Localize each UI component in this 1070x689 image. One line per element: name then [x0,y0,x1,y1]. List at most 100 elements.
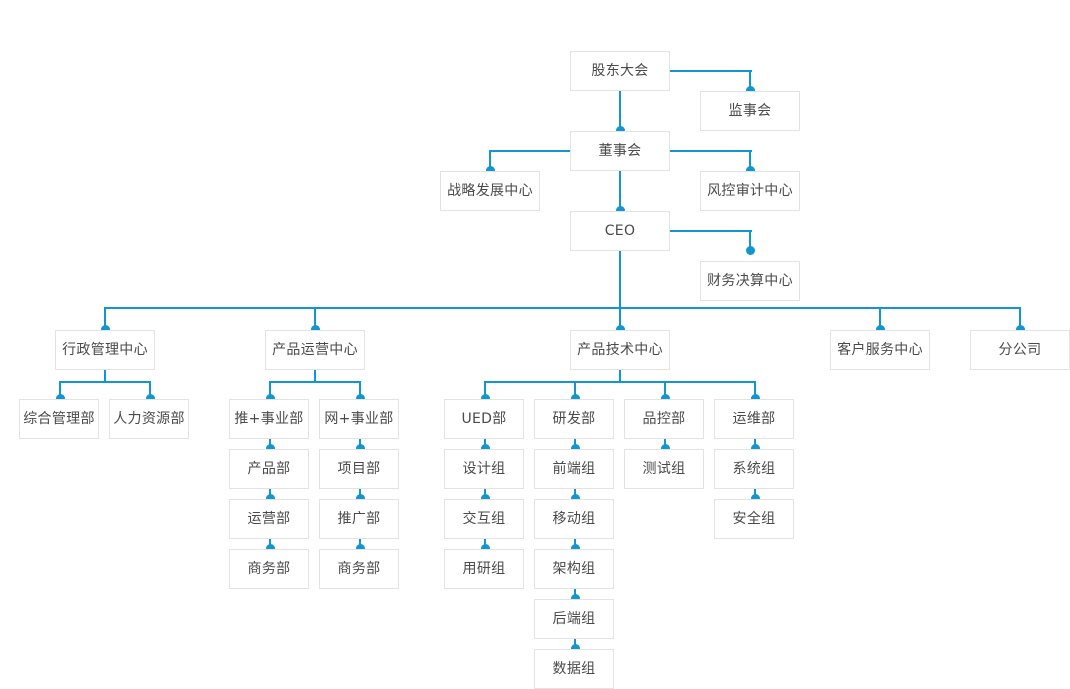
node-backend-group[interactable]: 后端组 [534,599,614,639]
node-label: 用研组 [462,561,506,577]
edge-dot-project-dept [356,444,365,453]
edge-pt-to-ops-v [754,381,756,399]
node-label: 交互组 [462,511,506,527]
edge-dot-business-dept-b [356,544,365,553]
node-product-operation-center[interactable]: 产品运营中心 [265,330,365,370]
node-label: 行政管理中心 [62,342,148,358]
node-customer-service-center[interactable]: 客户服务中心 [830,330,930,370]
node-wang-business-unit[interactable]: 网+事业部 [319,399,399,439]
node-label: 客户服务中心 [837,342,923,358]
node-label: 后端组 [552,611,596,627]
node-frontend-group[interactable]: 前端组 [534,449,614,489]
edge-shareholders-to-supervisors-v [749,70,751,91]
node-label: 数据组 [552,661,596,677]
edge-admin-center-drop-v [104,370,106,382]
node-label: 监事会 [728,103,772,119]
edge-dot-wang-business-unit [356,394,365,403]
node-data-group[interactable]: 数据组 [534,649,614,689]
edge-po-to-wang-v [359,381,361,399]
edge-board-to-strategy-v [489,150,491,171]
edge-dot-frontend-group [571,444,580,453]
edge-dot-human-resources [146,394,155,403]
node-branch-company[interactable]: 分公司 [970,330,1070,370]
edge-shareholders-to-supervisors-h [670,70,752,72]
edge-ceo-to-bus-v [619,251,621,309]
node-security-group[interactable]: 安全组 [714,499,794,539]
edge-dot-architecture-group [571,544,580,553]
node-label: 系统组 [732,461,776,477]
node-promotion-dept[interactable]: 推广部 [319,499,399,539]
edge-dot-product-technology [616,325,625,334]
edge-po-to-tui-v [269,381,271,399]
edge-pt-to-ued-v [484,381,486,399]
node-label: 设计组 [462,461,506,477]
node-label: 品控部 [642,411,686,427]
node-operation-dept[interactable]: 运营部 [229,499,309,539]
node-label: 推+事业部 [234,411,304,427]
node-human-resources-dept[interactable]: 人力资源部 [109,399,189,439]
edge-product-operation-bus-h [269,381,360,383]
node-label: 安全组 [732,511,776,527]
edge-board-to-ceo-v [619,171,621,211]
edge-ceo-to-finance-v [749,230,751,251]
node-label: 移动组 [552,511,596,527]
node-project-dept[interactable]: 项目部 [319,449,399,489]
node-label: CEO [604,223,636,239]
node-label: 研发部 [552,411,596,427]
node-rnd-dept[interactable]: 研发部 [534,399,614,439]
node-architecture-group[interactable]: 架构组 [534,549,614,589]
node-ued-dept[interactable]: UED部 [444,399,524,439]
edge-dot-strategy [486,166,495,175]
edge-dot-user-research-group [481,544,490,553]
edge-dot-operations-maintenance-dept [751,394,760,403]
node-user-research-group[interactable]: 用研组 [444,549,524,589]
edge-dot-admin-center [101,325,110,334]
edge-dot-security-group [751,494,760,503]
node-quality-control-dept[interactable]: 品控部 [624,399,704,439]
edge-dot-data-group [571,644,580,653]
edge-dot-quality-control-dept [661,394,670,403]
node-label: 前端组 [552,461,596,477]
node-strategy-development-center[interactable]: 战略发展中心 [440,171,540,211]
edge-admin-center-bus-h [59,381,150,383]
node-design-group[interactable]: 设计组 [444,449,524,489]
node-operations-maintenance-dept[interactable]: 运维部 [714,399,794,439]
node-product-dept[interactable]: 产品部 [229,449,309,489]
edge-dot-ued-dept [481,394,490,403]
edge-dot-customer-service [876,325,885,334]
node-risk-audit-center[interactable]: 风控审计中心 [700,171,800,211]
node-label: 测试组 [642,461,686,477]
node-label: 网+事业部 [324,411,394,427]
node-interaction-group[interactable]: 交互组 [444,499,524,539]
node-product-technology-center[interactable]: 产品技术中心 [570,330,670,370]
edge-dot-business-dept-a [266,544,275,553]
node-business-dept-a[interactable]: 商务部 [229,549,309,589]
node-general-management-dept[interactable]: 综合管理部 [19,399,99,439]
node-mobile-group[interactable]: 移动组 [534,499,614,539]
edge-product-operation-drop-v [314,370,316,382]
edge-ceo-to-finance-h [670,230,752,232]
node-system-group[interactable]: 系统组 [714,449,794,489]
edge-pt-to-qc-v [664,381,666,399]
node-label: 运营部 [247,511,291,527]
node-label: 综合管理部 [23,411,95,427]
node-label: 风控审计中心 [707,183,793,199]
edge-bus-to-product-operation-v [314,307,316,330]
node-finance-settlement-center[interactable]: 财务决算中心 [700,261,800,301]
node-board-of-supervisors[interactable]: 监事会 [700,91,800,131]
node-admin-management-center[interactable]: 行政管理中心 [55,330,155,370]
node-tui-business-unit[interactable]: 推+事业部 [229,399,309,439]
edge-dot-backend-group [571,594,580,603]
node-label: 人力资源部 [113,411,185,427]
node-test-group[interactable]: 测试组 [624,449,704,489]
edge-board-to-risk-v [749,150,751,171]
node-business-dept-b[interactable]: 商务部 [319,549,399,589]
edge-bus-to-branch-company-v [1019,307,1021,330]
edge-dot-promotion-dept [356,494,365,503]
node-label: UED部 [461,411,507,427]
node-shareholders-meeting[interactable]: 股东大会 [570,51,670,91]
node-label: 产品技术中心 [577,342,663,358]
node-ceo[interactable]: CEO [570,211,670,251]
edge-dot-interaction-group [481,494,490,503]
node-board-of-directors[interactable]: 董事会 [570,131,670,171]
